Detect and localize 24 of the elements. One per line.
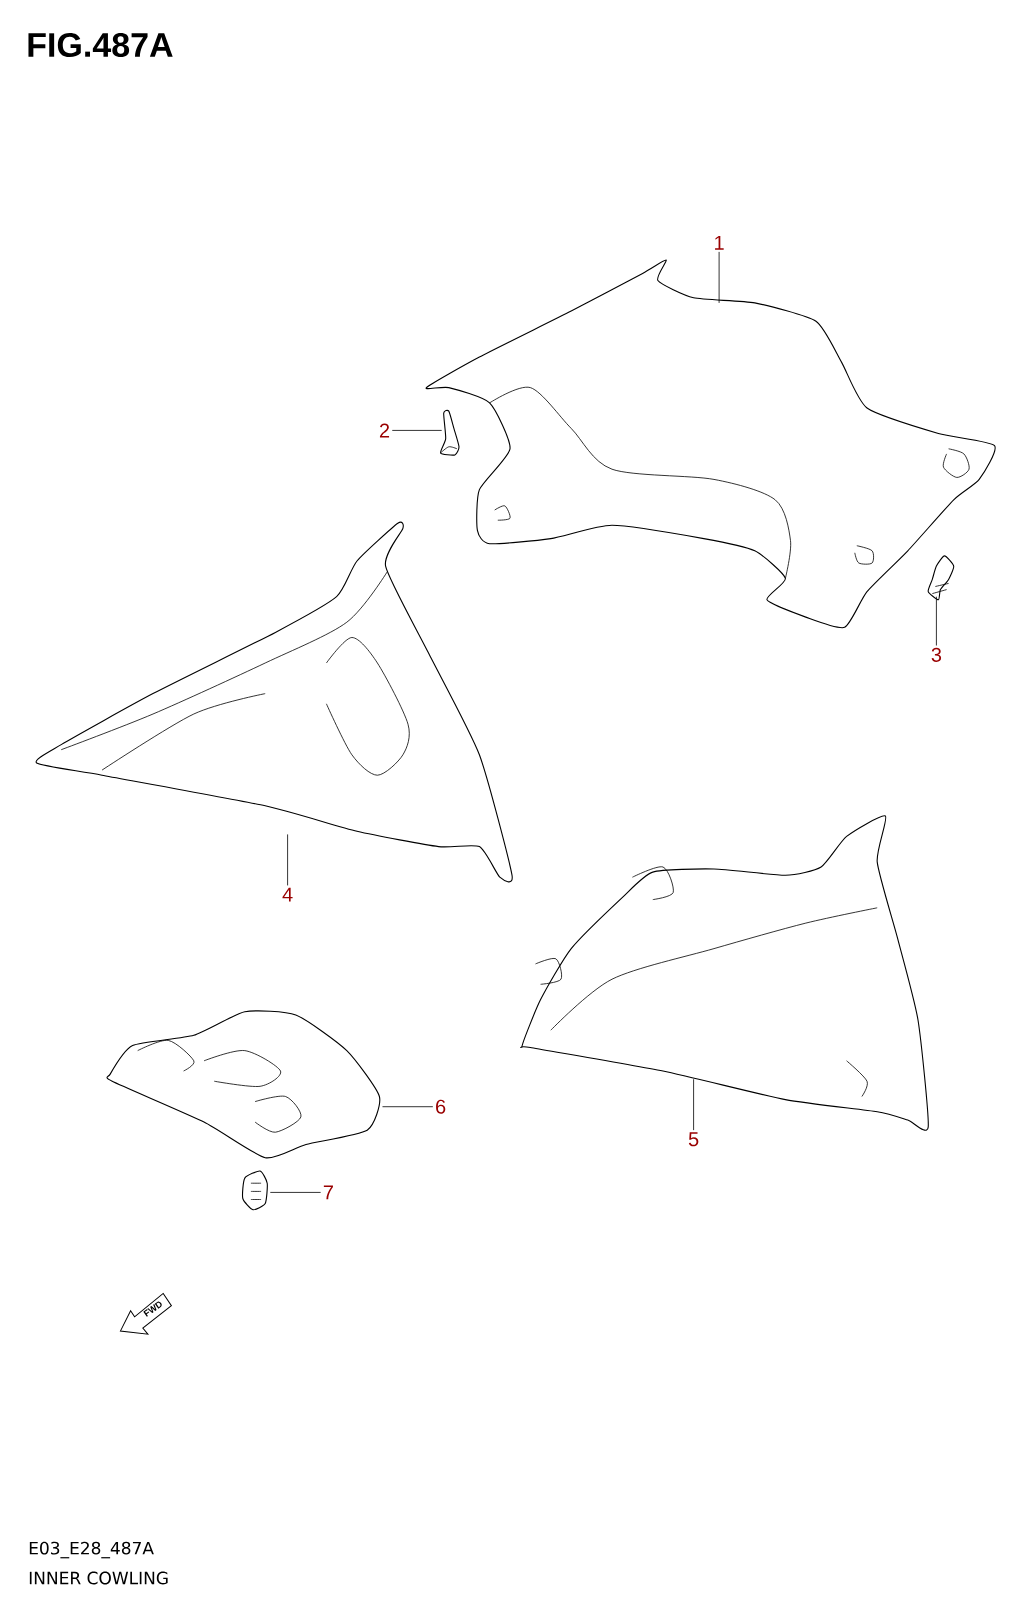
figure-title: FIG.487A — [28, 32, 173, 58]
drawing-code: E03_E28_487A — [29, 1541, 154, 1559]
leader-line — [391, 430, 443, 431]
part-drawing — [439, 409, 460, 456]
callout-number: 6 — [436, 1099, 446, 1114]
part-drawing — [242, 1170, 268, 1211]
leader-line — [382, 1106, 434, 1108]
part-drawing — [106, 1010, 381, 1159]
part-drawing — [35, 521, 513, 883]
part-drawing — [425, 259, 996, 629]
leader-line — [718, 251, 720, 304]
part-drawing — [520, 815, 929, 1131]
callout-number: 7 — [323, 1185, 333, 1200]
leader-line — [693, 1078, 694, 1131]
callout-number: 1 — [715, 235, 724, 250]
leader-line — [269, 1192, 322, 1193]
caption: INNER COWLING — [29, 1571, 168, 1585]
part-drawing — [927, 555, 955, 601]
callout-number: 4 — [282, 887, 293, 902]
callout-number: 3 — [931, 647, 942, 662]
leader-line — [936, 596, 937, 646]
callout-number: 2 — [379, 423, 390, 438]
callout-number: 5 — [688, 1132, 699, 1147]
leader-line — [287, 834, 288, 886]
